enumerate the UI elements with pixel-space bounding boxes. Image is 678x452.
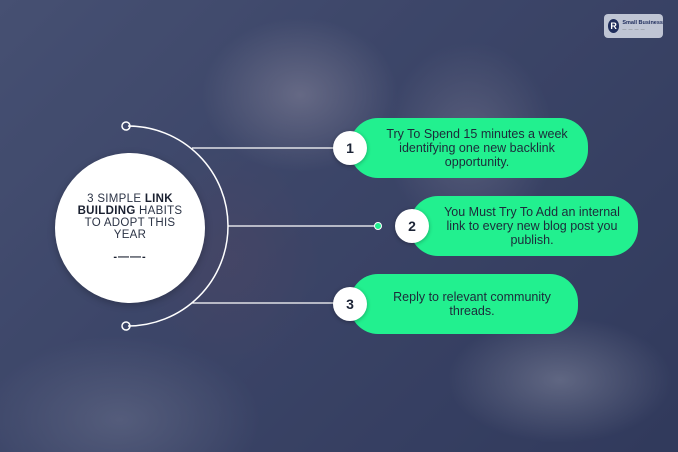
habit-card-3: Reply to relevant community threads. <box>350 274 578 334</box>
habit-number-2: 2 <box>395 209 429 243</box>
arc-bottom-dot-icon <box>121 321 131 331</box>
infographic-title: 3 SIMPLE LINK BUILDING HABITS TO ADOPT T… <box>77 193 183 241</box>
connector-dot-icon <box>374 222 382 230</box>
arc-top-dot-icon <box>121 121 131 131</box>
logo-line-1: Small Business <box>622 19 663 26</box>
habit-card-2: You Must Try To Add an internal link to … <box>410 196 638 256</box>
habit-number-3: 3 <box>333 287 367 321</box>
brand-logo: R Small Business — — — — <box>604 14 663 38</box>
habit-text-1: Try To Spend 15 minutes a week identifyi… <box>386 127 568 169</box>
title-divider: -——- <box>113 251 147 263</box>
logo-mark-icon: R <box>608 19 620 33</box>
habit-text-2: You Must Try To Add an internal link to … <box>444 205 620 247</box>
logo-line-2: — — — — <box>622 26 646 32</box>
habit-card-1: Try To Spend 15 minutes a week identifyi… <box>350 118 588 178</box>
title-circle: 3 SIMPLE LINK BUILDING HABITS TO ADOPT T… <box>55 153 205 303</box>
habit-text-3: Reply to relevant community threads. <box>393 290 551 318</box>
habit-number-1: 1 <box>333 131 367 165</box>
